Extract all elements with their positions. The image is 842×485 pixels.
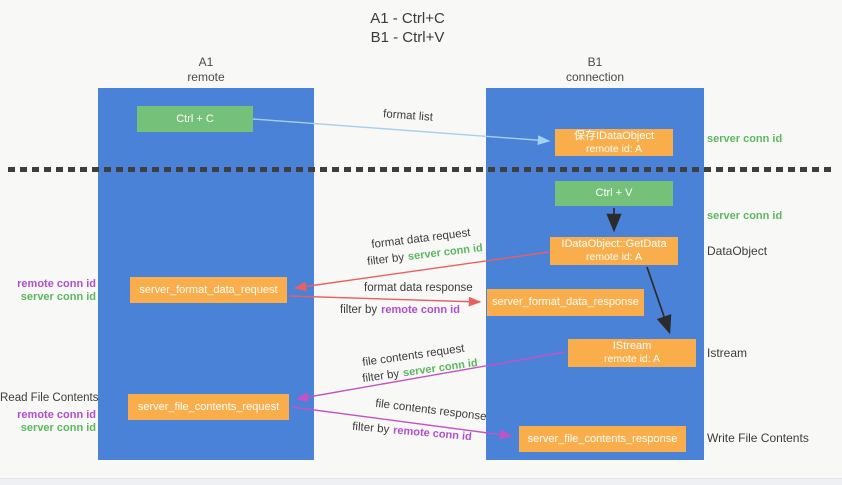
istream-box: IStream remote id: A — [568, 339, 696, 367]
column-b1-header: B1 connection — [486, 55, 704, 85]
separator-dotted-line — [8, 167, 836, 172]
server-file-contents-request-box: server_file_contents_request — [128, 394, 289, 420]
filter-by-text: filter by — [351, 420, 390, 436]
window-bottom-edge — [0, 478, 842, 485]
getdata-subtitle: remote id: A — [585, 251, 643, 263]
server-conn-id-label-mid: server conn id — [707, 210, 783, 222]
column-b1-name: B1 — [587, 55, 603, 69]
server-conn-id-label-left-bottom: server conn id — [20, 422, 96, 434]
column-b1-role: connection — [565, 70, 625, 84]
remote-conn-id-keyword: remote conn id — [392, 424, 473, 444]
istream-subtitle: remote id: A — [603, 353, 661, 365]
istream-title: IStream — [612, 340, 652, 352]
ctrl-c-label: Ctrl + C — [176, 112, 214, 125]
remote-conn-id-label-top: remote conn id — [17, 278, 96, 290]
format-list-label: format list — [382, 108, 434, 124]
istream-label: Istream — [707, 346, 748, 360]
server-file-contents-request-label: server_file_contents_request — [137, 400, 280, 413]
filter-by-text: filter by — [361, 367, 400, 386]
write-file-contents-label: Write File Contents — [707, 431, 809, 445]
ctrl-v-box: Ctrl + V — [555, 181, 673, 206]
server-format-data-request-label: server_format_data_request — [139, 283, 278, 296]
column-a1-role: remote — [187, 70, 225, 84]
save-dataobject-subtitle: remote id: A — [585, 142, 643, 155]
getdata-title: IDataObject::GetData — [561, 238, 667, 250]
server-conn-id-label-left-top: server conn id — [20, 291, 96, 303]
page-title: A1 - Ctrl+C B1 - Ctrl+V — [300, 9, 515, 47]
ctrl-v-label: Ctrl + V — [595, 187, 633, 199]
server-file-contents-response-label: server_file_contents_response — [527, 432, 678, 445]
format-data-response-label: format data response — [364, 282, 473, 294]
filter-by-text: filter by — [366, 251, 405, 269]
file-contents-response-label: file contents response — [374, 397, 488, 424]
dataobject-label: DataObject — [707, 244, 768, 258]
server-format-data-response-box: server_format_data_response — [487, 289, 644, 316]
server-conn-id-label-top: server conn id — [707, 133, 783, 145]
title-line-2: B1 - Ctrl+V — [370, 29, 445, 46]
column-a1-name: A1 — [198, 55, 214, 69]
title-line-1: A1 - Ctrl+C — [370, 10, 445, 27]
server-format-data-response-label: server_format_data_response — [492, 296, 639, 308]
remote-conn-id-keyword: remote conn id — [381, 304, 460, 316]
server-format-data-request-box: server_format_data_request — [130, 277, 287, 303]
server-file-contents-response-box: server_file_contents_response — [519, 426, 686, 452]
save-dataobject-box: 保存IDataObject remote id: A — [555, 129, 673, 156]
column-a1-header: A1 remote — [98, 55, 314, 85]
save-dataobject-title: 保存IDataObject — [573, 129, 655, 142]
format-data-response-arrow — [288, 295, 482, 307]
getdata-box: IDataObject::GetData remote id: A — [550, 237, 678, 265]
remote-conn-id-label-bottom: remote conn id — [17, 409, 96, 421]
filter-by-text: filter by — [340, 304, 378, 316]
read-file-contents-label: Read File Contents — [0, 392, 99, 404]
ctrl-c-box: Ctrl + C — [137, 106, 253, 132]
